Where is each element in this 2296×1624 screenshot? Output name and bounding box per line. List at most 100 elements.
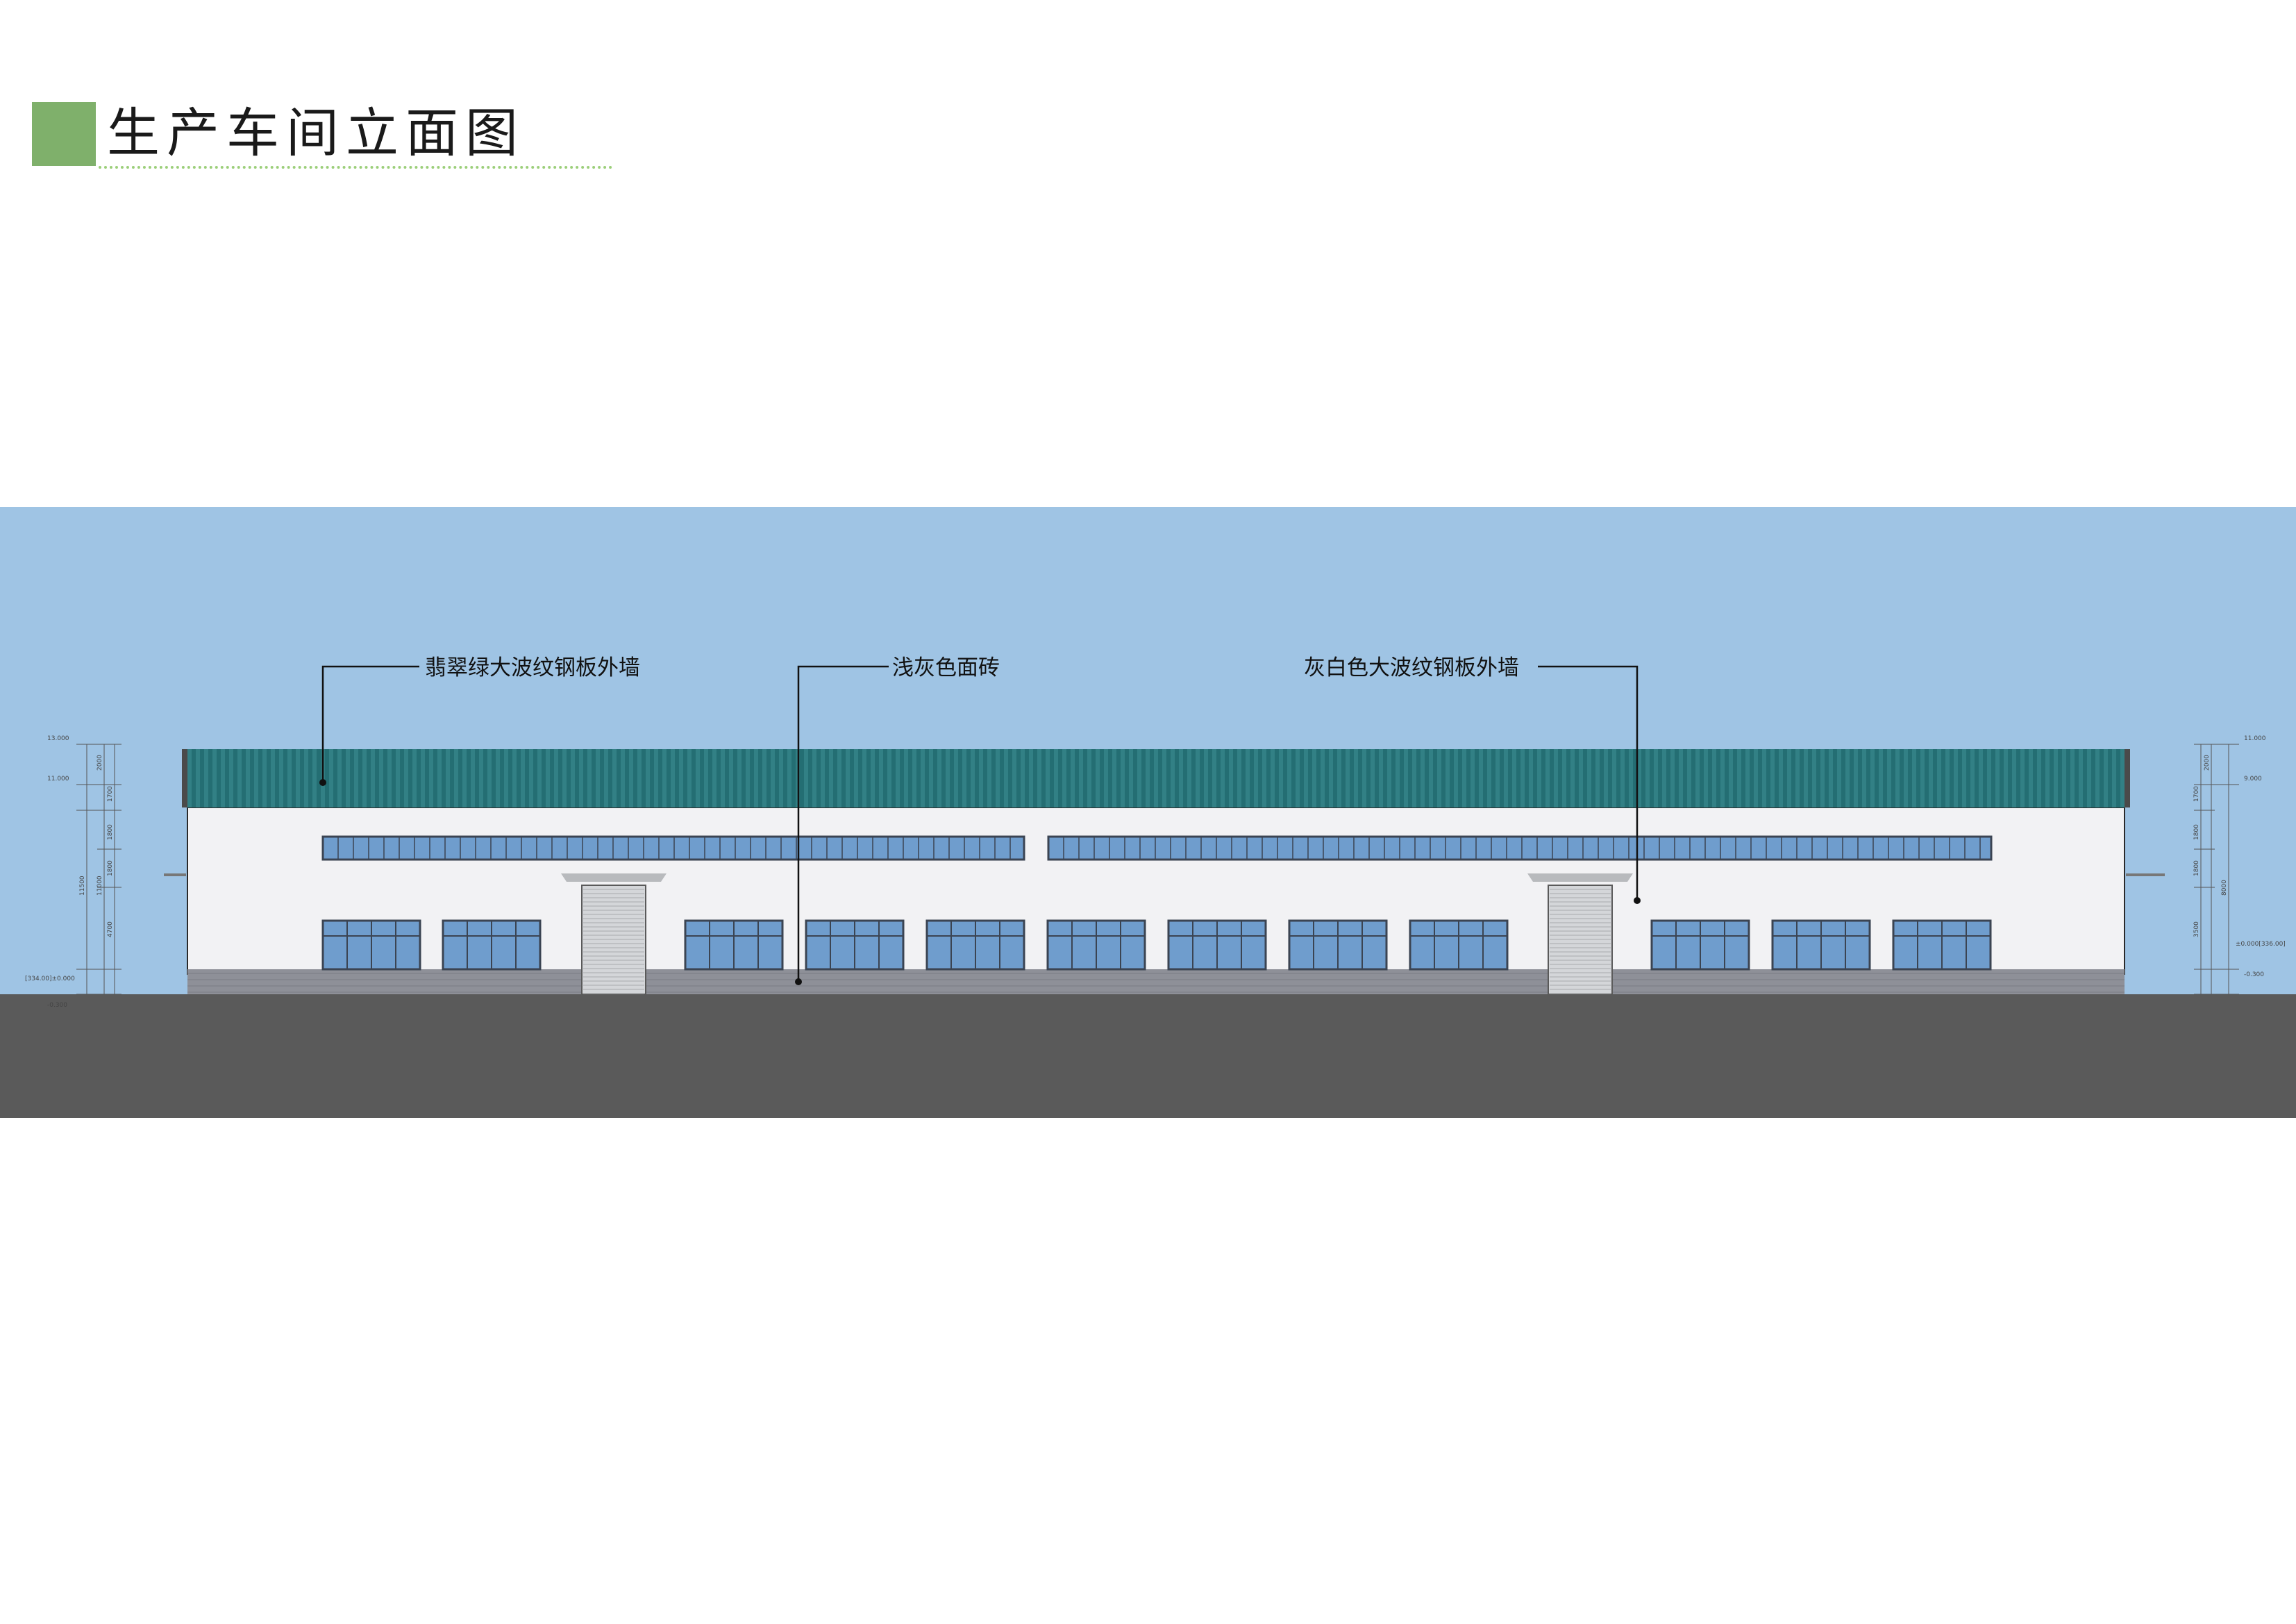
roof-rib	[1570, 749, 1575, 807]
roof-rib	[1337, 749, 1341, 807]
roof-rib	[437, 749, 442, 807]
roof-rib	[1920, 749, 1925, 807]
roof-rib	[612, 749, 617, 807]
dim-length: 2000	[97, 755, 103, 771]
roof-rib	[1354, 749, 1358, 807]
roof-rib	[187, 749, 192, 807]
roof-rib	[946, 749, 950, 807]
roof-rib	[979, 749, 983, 807]
roof-rib	[1362, 749, 1366, 807]
roof-rib	[1421, 749, 1425, 807]
roof-rib	[654, 749, 658, 807]
roof-rib	[1904, 749, 1908, 807]
callout-label: 浅灰色面砖	[892, 655, 1000, 680]
roof-rib	[1154, 749, 1158, 807]
building-elevation: 翡翠绿大波纹钢板外墙 浅灰色面砖 灰白色大波纹钢板外墙 13.000 11	[0, 507, 2296, 1118]
roof-rib	[1729, 749, 1733, 807]
dim-level: 9.000	[2244, 776, 2262, 782]
roof-rib	[529, 749, 533, 807]
roof-rib	[212, 749, 217, 807]
roof-rib	[1529, 749, 1533, 807]
roof-rib	[779, 749, 783, 807]
dim-length: 1800	[107, 824, 114, 840]
roof-rib	[446, 749, 450, 807]
roof-rib	[1912, 749, 1916, 807]
roof-rib	[1396, 749, 1400, 807]
roof-rib	[554, 749, 558, 807]
roof-rib	[1146, 749, 1150, 807]
roof-rib	[879, 749, 883, 807]
roof-rib	[1054, 749, 1058, 807]
roof-rib	[1670, 749, 1675, 807]
title-underline	[99, 166, 612, 169]
dim-length: 2000	[2204, 755, 2211, 771]
roof-rib	[562, 749, 567, 807]
roof-rib	[1737, 749, 1741, 807]
callout-green-cladding: 翡翠绿大波纹钢板外墙	[319, 655, 640, 786]
roof-rib	[421, 749, 425, 807]
roof-rib	[1995, 749, 2000, 807]
dim-level: 13.000	[47, 735, 69, 742]
roof-rib	[687, 749, 692, 807]
roof-rib	[1462, 749, 1466, 807]
leader-dot	[1634, 897, 1641, 904]
roof-rib	[1454, 749, 1458, 807]
roof-rib	[1071, 749, 1075, 807]
roof-rib	[1162, 749, 1166, 807]
roof-rib	[696, 749, 700, 807]
roof-rib	[404, 749, 408, 807]
dimension-chain-right	[2194, 744, 2239, 995]
dim-length: 4700	[107, 921, 114, 937]
roof-rib	[1962, 749, 1966, 807]
roof-rib	[1704, 749, 1708, 807]
plinth-tile-texture	[187, 973, 2125, 993]
roof-rib	[2112, 749, 2116, 807]
roof-rib	[846, 749, 850, 807]
roof-rib	[1104, 749, 1108, 807]
roof-rib	[896, 749, 900, 807]
roof-rib	[1437, 749, 1441, 807]
roof-rib	[1504, 749, 1508, 807]
roof-rib	[1545, 749, 1550, 807]
roof-rib	[679, 749, 683, 807]
roof-rib	[1820, 749, 1825, 807]
title-block: 生产车间立面图	[32, 102, 612, 171]
roof-rib	[1495, 749, 1500, 807]
roof-rib	[2054, 749, 2058, 807]
roof-rib	[1654, 749, 1658, 807]
roof-rib	[2045, 749, 2050, 807]
roof-rib	[287, 749, 292, 807]
roof-rib	[812, 749, 816, 807]
roof-rib	[546, 749, 550, 807]
roof-rib	[987, 749, 991, 807]
elevation-drawing: 翡翠绿大波纹钢板外墙 浅灰色面砖 灰白色大波纹钢板外墙 13.000 11	[0, 507, 2296, 1118]
roof-rib	[704, 749, 708, 807]
roof-rib	[787, 749, 791, 807]
dim-level: 11.000	[2244, 735, 2266, 742]
roof-rib	[1479, 749, 1483, 807]
roof-rib	[496, 749, 500, 807]
door-canopy	[561, 873, 667, 882]
roof-rib	[1879, 749, 1883, 807]
roof-rib	[1945, 749, 1950, 807]
callout-label: 灰白色大波纹钢板外墙	[1304, 655, 1519, 680]
roller-doors	[561, 873, 1633, 995]
roof-rib	[1970, 749, 1975, 807]
roof-rib	[237, 749, 242, 807]
roof-rib	[629, 749, 633, 807]
roof-rib	[2087, 749, 2091, 807]
dim-length: 1800	[2193, 860, 2200, 876]
roof-rib	[354, 749, 358, 807]
leader-dot	[795, 978, 802, 985]
roof-rib	[1296, 749, 1300, 807]
roof-rib	[1204, 749, 1208, 807]
dim-length: 11000	[97, 876, 103, 896]
roof-rib	[1029, 749, 1033, 807]
roof-rib	[1595, 749, 1600, 807]
roof-rib	[762, 749, 766, 807]
roof-rib	[1695, 749, 1700, 807]
dim-level: -0.300	[47, 1002, 67, 1009]
roof-rib	[1137, 749, 1141, 807]
roof-rib	[2104, 749, 2108, 807]
roof-rib	[1754, 749, 1758, 807]
